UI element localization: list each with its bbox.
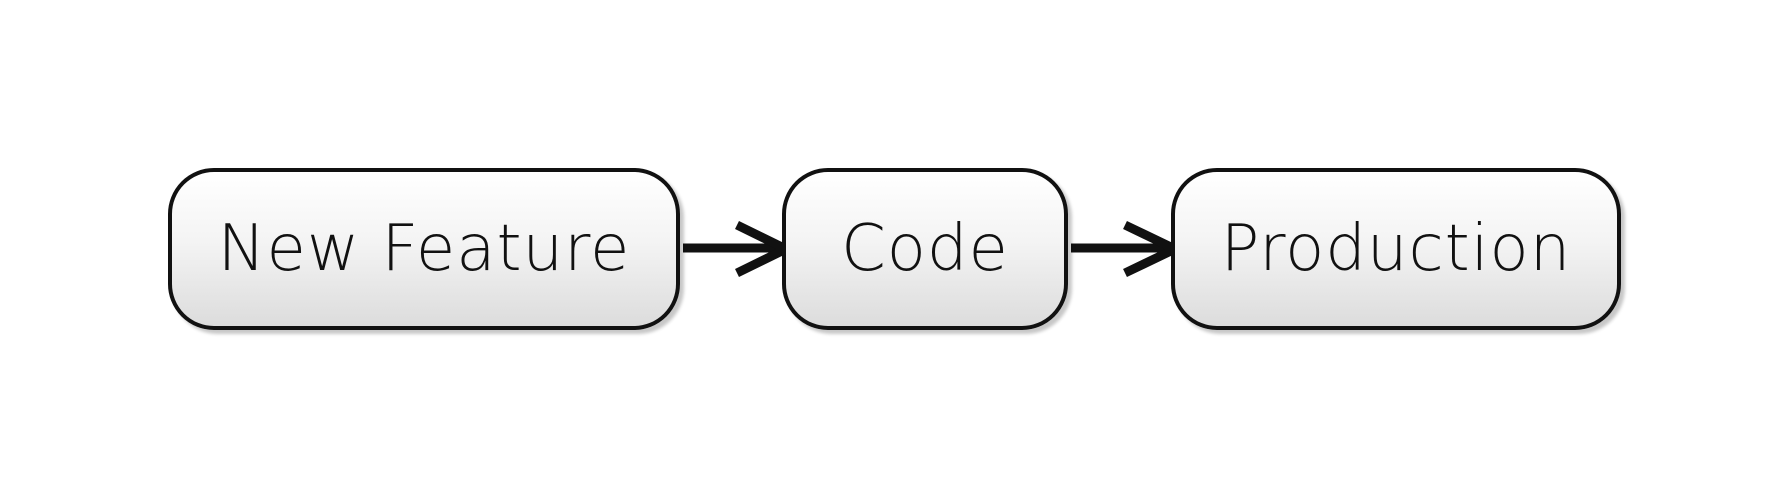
node-code: Code — [782, 168, 1068, 330]
node-label-production: Production — [1220, 212, 1572, 286]
node-new-feature: New Feature — [168, 168, 680, 330]
node-label-new-feature: New Feature — [217, 212, 631, 286]
arrow-code-to-production — [1071, 220, 1186, 278]
node-label-code: Code — [841, 212, 1009, 286]
node-production: Production — [1171, 168, 1621, 330]
arrow-new-feature-to-code — [683, 220, 797, 278]
